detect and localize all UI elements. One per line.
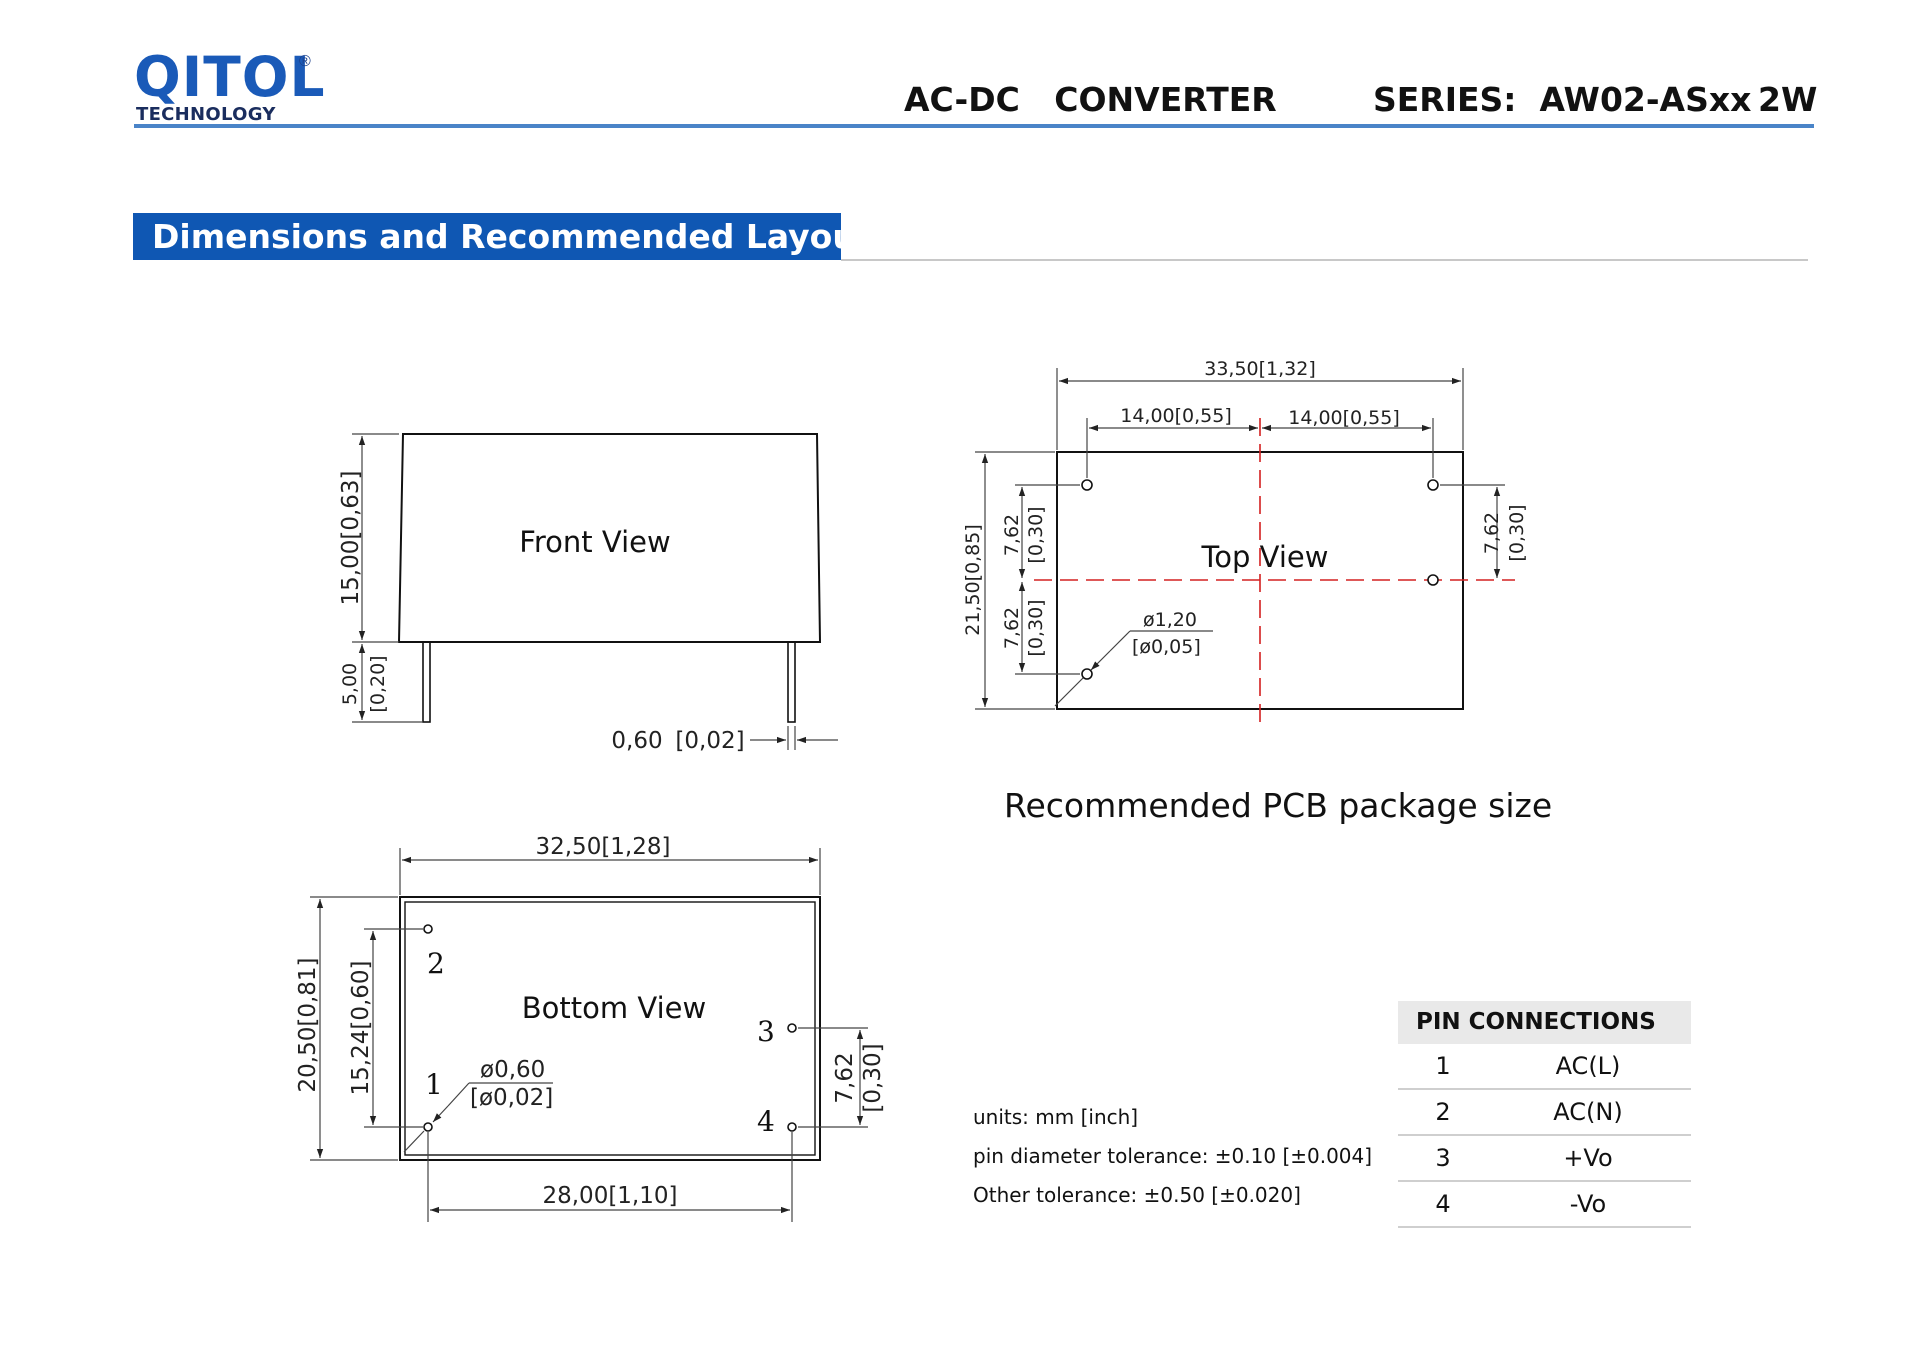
- top-half-right-label: 14,00[0,55]: [1288, 407, 1400, 429]
- company-logo: QITOL ® TECHNOLOGY: [134, 45, 334, 126]
- top-hole-leader-diag: [1109, 630, 1131, 652]
- pcb-package-title: Recommended PCB package size: [1004, 786, 1553, 825]
- top-height-label: 21,50[0,85]: [962, 524, 984, 636]
- top-upper-pitch-inch: [0,30]: [1025, 506, 1047, 563]
- pin-table-header: PIN CONNECTIONS: [1398, 1001, 1691, 1044]
- pin-connections-table: PIN CONNECTIONS 1 AC(L) 2 AC(N) 3 +Vo 4 …: [1398, 1001, 1691, 1228]
- header-rule: [134, 124, 1814, 128]
- registered-mark: ®: [299, 53, 311, 70]
- front-pin-length-label: 5,00: [339, 663, 361, 705]
- table-row: 3 +Vo: [1398, 1136, 1691, 1182]
- pin-number: 2: [1435, 1098, 1451, 1126]
- bottom-pin-leader-lower: [403, 1130, 425, 1153]
- top-view: Top View 33,50[1,32] 14,00[0,55] 14,00[0…: [962, 358, 1528, 728]
- note-other-tolerance: Other tolerance: ±0.50 [±0.020]: [973, 1183, 1301, 1207]
- pin-function: AC(N): [1553, 1098, 1623, 1126]
- top-hole-leader-upper: [1090, 650, 1111, 671]
- bottom-spacing-label: 28,00[1,10]: [542, 1183, 677, 1209]
- bottom-height-label: 20,50[0,81]: [295, 957, 321, 1092]
- table-row: 2 AC(N): [1398, 1090, 1691, 1136]
- bottom-pitch-inch: [0,30]: [860, 1043, 886, 1112]
- logo-subtitle: TECHNOLOGY: [136, 104, 276, 125]
- pin-function: AC(L): [1555, 1052, 1621, 1080]
- front-pinwidth-inch: [0,02]: [675, 728, 744, 754]
- tolerance-notes: units: mm [inch] pin diameter tolerance:…: [973, 1098, 1372, 1215]
- front-pin-length-inch: [0,20]: [367, 655, 389, 712]
- top-view-label: Top View: [1201, 540, 1329, 574]
- pin-function: +Vo: [1563, 1144, 1613, 1172]
- top-width-label: 33,50[1,32]: [1204, 358, 1316, 380]
- top-hole-label: ø1,20: [1143, 609, 1197, 631]
- top-hole-leader-lower: [1054, 677, 1084, 707]
- power-rating: 2W: [1758, 80, 1818, 119]
- product-type: AC-DC CONVERTER: [904, 80, 1277, 119]
- front-height-label: 15,00[0,63]: [338, 470, 364, 605]
- top-half-left-label: 14,00[0,55]: [1120, 405, 1232, 427]
- bottom-pin-1: [423, 1122, 433, 1132]
- bottom-pin-dia-label: ø0,60: [480, 1057, 545, 1083]
- bottom-pin-leader-diag: [447, 1082, 470, 1107]
- bottom-pin-2-label: 2: [427, 947, 445, 980]
- front-view: Front View 15,00[0,63] 5,00 [0,20] 0,60 …: [338, 433, 838, 754]
- section-title: Dimensions and Recommended Layout: [133, 213, 872, 260]
- pin-number: 4: [1435, 1190, 1451, 1218]
- section-rule: [841, 259, 1808, 261]
- logo-wordmark: QITOL: [134, 45, 326, 109]
- bottom-body-inner: [404, 901, 816, 1156]
- front-pin-right: [787, 641, 796, 723]
- top-upper-pitch-label: 7,62: [1001, 514, 1023, 556]
- front-pin-left: [422, 641, 431, 723]
- bottom-pin-dia-inch: [ø0,02]: [470, 1085, 553, 1111]
- top-hole-3: [1427, 479, 1439, 491]
- front-view-label: Front View: [519, 525, 670, 559]
- bottom-span-label: 15,24[0,60]: [348, 960, 374, 1095]
- note-units: units: mm [inch]: [973, 1105, 1139, 1129]
- bottom-pin-3-label: 3: [757, 1015, 775, 1048]
- top-lower-pitch-inch: [0,30]: [1025, 599, 1047, 656]
- bottom-pin-leader-upper: [432, 1105, 449, 1123]
- table-row: 1 AC(L): [1398, 1044, 1691, 1090]
- pin-number: 1: [1435, 1052, 1451, 1080]
- pin-number: 3: [1435, 1144, 1451, 1172]
- top-hole-4: [1427, 574, 1439, 586]
- front-pinwidth-label: 0,60: [611, 728, 662, 754]
- top-hole-2: [1081, 479, 1093, 491]
- top-right-pitch-inch: [0,30]: [1506, 504, 1528, 561]
- front-body-outline: [397, 433, 822, 643]
- bottom-pin-2: [423, 924, 433, 934]
- top-hole-inch: [ø0,05]: [1132, 636, 1201, 658]
- top-right-pitch-label: 7,62: [1481, 512, 1503, 554]
- series-name: SERIES: AW02-ASxx: [1373, 80, 1752, 119]
- bottom-pin-3: [787, 1023, 797, 1033]
- bottom-view-label: Bottom View: [522, 991, 706, 1025]
- note-pin-tolerance: pin diameter tolerance: ±0.10 [±0.004]: [973, 1144, 1373, 1168]
- bottom-pitch-label: 7,62: [832, 1052, 858, 1103]
- bottom-width-label: 32,50[1,28]: [535, 834, 670, 860]
- table-row: 4 -Vo: [1398, 1182, 1691, 1228]
- bottom-pin-1-label: 1: [425, 1068, 443, 1101]
- pin-function: -Vo: [1569, 1190, 1607, 1218]
- top-lower-pitch-label: 7,62: [1001, 607, 1023, 649]
- bottom-pin-4: [787, 1122, 797, 1132]
- bottom-pin-4-label: 4: [757, 1105, 775, 1138]
- top-hole-1: [1081, 668, 1093, 680]
- bottom-view: 1 2 3 4 Bottom View 32,50[1,28] 20,50[0,…: [295, 834, 886, 1222]
